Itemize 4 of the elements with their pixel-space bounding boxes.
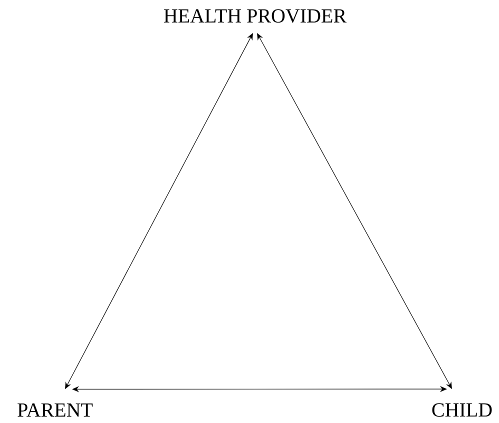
node-label: HEALTH PROVIDER [164, 9, 347, 23]
node-label: PARENT [18, 403, 93, 417]
node-label: CHILD [432, 403, 492, 417]
arrow [72, 386, 447, 392]
